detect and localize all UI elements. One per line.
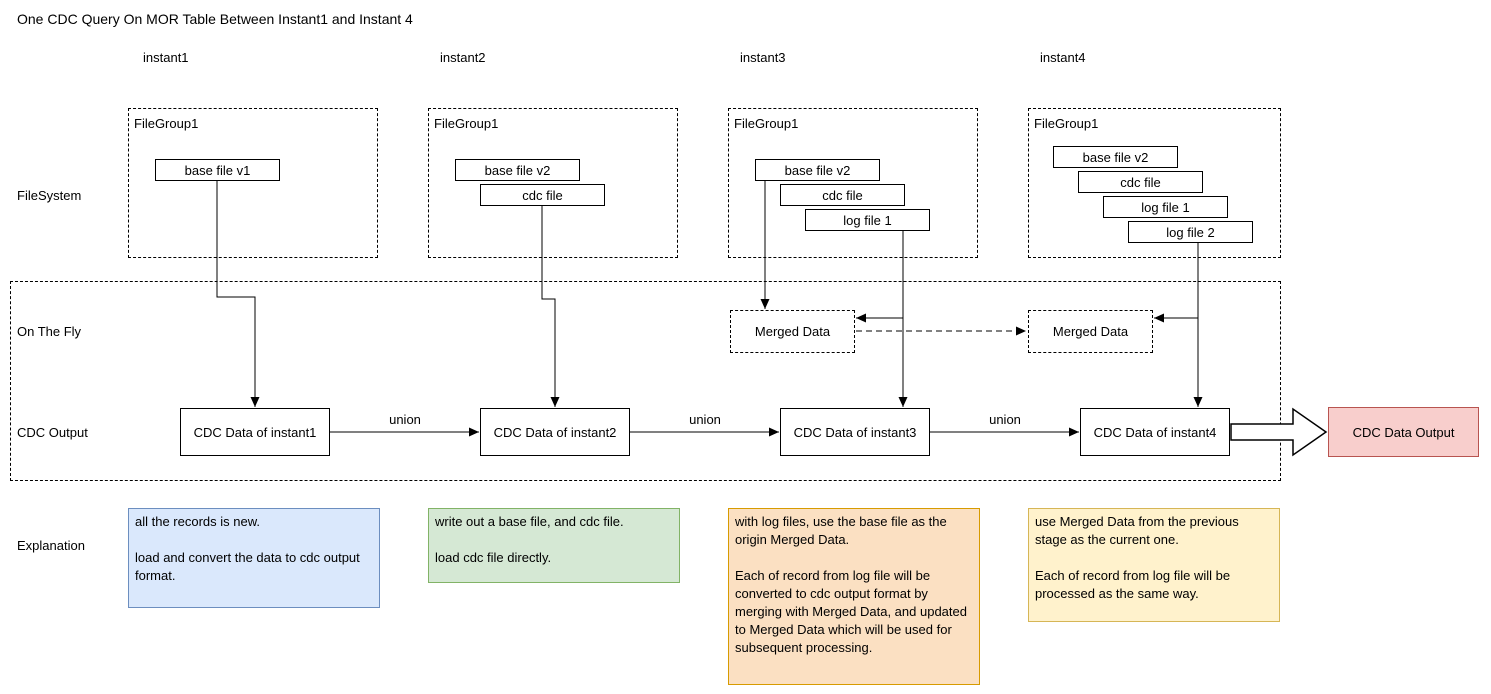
explanation-box-i2: write out a base file, and cdc file. loa… xyxy=(428,508,680,583)
file-box-cdcfile-i2: cdc file xyxy=(480,184,605,206)
cdc-data-box-i2: CDC Data of instant2 xyxy=(480,408,630,456)
column-header-instant4: instant4 xyxy=(1040,50,1086,65)
union-label-2: union xyxy=(689,412,721,427)
filegroup-instant4: FileGroup1 xyxy=(1028,108,1281,258)
cdc-data-box-i3: CDC Data of instant3 xyxy=(780,408,930,456)
row-label-filesystem: FileSystem xyxy=(17,188,82,203)
file-box-basefile-v2-i4: base file v2 xyxy=(1053,146,1178,168)
file-box-logfile1-i4: log file 1 xyxy=(1103,196,1228,218)
filegroup-instant2: FileGroup1 xyxy=(428,108,678,258)
merged-data-box-i4: Merged Data xyxy=(1028,310,1153,353)
filegroup-label: FileGroup1 xyxy=(1034,116,1099,131)
filegroup-label: FileGroup1 xyxy=(134,116,199,131)
explanation-box-i1: all the records is new. load and convert… xyxy=(128,508,380,608)
explanation-box-i3: with log files, use the base file as the… xyxy=(728,508,980,685)
file-box-basefile-v2-i2: base file v2 xyxy=(455,159,580,181)
column-header-instant3: instant3 xyxy=(740,50,786,65)
union-label-3: union xyxy=(989,412,1021,427)
page-title: One CDC Query On MOR Table Between Insta… xyxy=(17,11,413,27)
cdc-data-box-i4: CDC Data of instant4 xyxy=(1080,408,1230,456)
filegroup-label: FileGroup1 xyxy=(734,116,799,131)
block-arrow-cdc4-to-output xyxy=(1230,407,1328,457)
arrow-cdcfile2-to-cdc2 xyxy=(541,206,560,407)
file-box-cdcfile-i3: cdc file xyxy=(780,184,905,206)
file-box-cdcfile-i4: cdc file xyxy=(1078,171,1203,193)
explanation-box-i4: use Merged Data from the previous stage … xyxy=(1028,508,1280,622)
cdc-data-box-i1: CDC Data of instant1 xyxy=(180,408,330,456)
cdc-data-output-box: CDC Data Output xyxy=(1328,407,1479,457)
file-box-basefile-v1: base file v1 xyxy=(155,159,280,181)
arrow-basefile1-to-cdc1 xyxy=(216,181,260,407)
on-the-fly-cdc-output-container xyxy=(10,281,1281,481)
file-box-basefile-v2-i3: base file v2 xyxy=(755,159,880,181)
row-label-on-the-fly: On The Fly xyxy=(17,324,82,339)
file-box-logfile2-i4: log file 2 xyxy=(1128,221,1253,243)
row-label-cdc-output: CDC Output xyxy=(17,425,88,440)
row-label-explanation: Explanation xyxy=(17,538,85,553)
filegroup-instant3: FileGroup1 xyxy=(728,108,978,258)
merged-data-box-i3: Merged Data xyxy=(730,310,855,353)
file-box-logfile1-i3: log file 1 xyxy=(805,209,930,231)
filegroup-instant1: FileGroup1 xyxy=(128,108,378,258)
union-label-1: union xyxy=(389,412,421,427)
filegroup-label: FileGroup1 xyxy=(434,116,499,131)
column-header-instant1: instant1 xyxy=(143,50,189,65)
column-header-instant2: instant2 xyxy=(440,50,486,65)
